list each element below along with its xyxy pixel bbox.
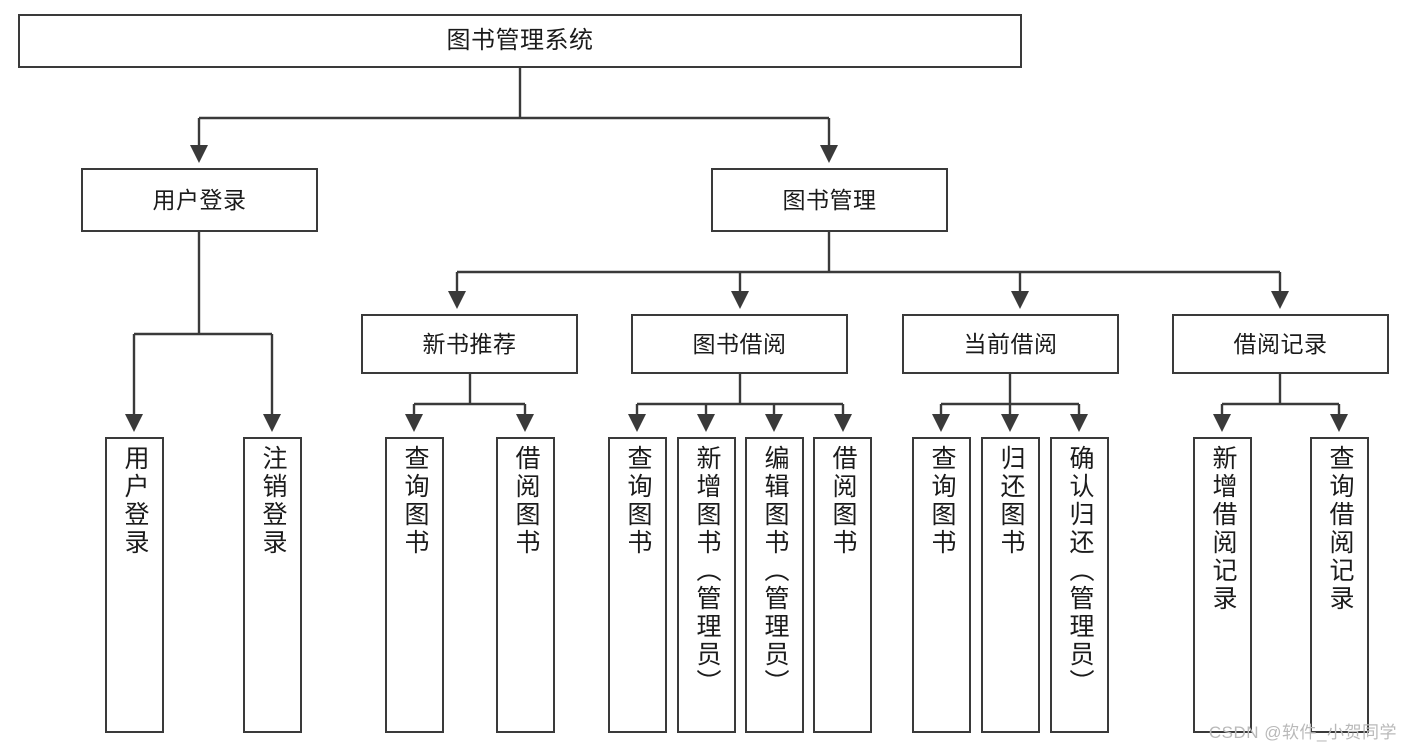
node-label: 借阅图书 (829, 445, 857, 557)
leaf-confirm-return[interactable]: 确认归还（管理员） (1050, 437, 1109, 733)
node-user-login[interactable]: 用户登录 (81, 168, 318, 232)
leaf-edit-book[interactable]: 编辑图书（管理员） (745, 437, 804, 733)
csdn-watermark: CSDN @软件_小贺同学 (1208, 723, 1397, 742)
node-label: 借阅图书 (512, 445, 540, 557)
node-label: 归还图书 (997, 445, 1025, 557)
leaf-query-book-recommend[interactable]: 查询图书 (385, 437, 444, 733)
node-label: 图书管理系统 (446, 27, 594, 55)
node-label: 注销登录 (259, 445, 287, 557)
node-book-management-system[interactable]: 图书管理系统 (18, 14, 1022, 68)
leaf-query-book-borrow[interactable]: 查询图书 (608, 437, 667, 733)
node-label: 用户登录 (152, 186, 247, 213)
leaf-add-borrow-record[interactable]: 新增借阅记录 (1193, 437, 1252, 733)
node-label: 借阅记录 (1233, 330, 1328, 357)
leaf-query-borrow-record[interactable]: 查询借阅记录 (1310, 437, 1369, 733)
node-label: 新增图书（管理员） (693, 445, 721, 697)
leaf-return-book[interactable]: 归还图书 (981, 437, 1040, 733)
node-label: 新增借阅记录 (1209, 445, 1237, 613)
node-new-book-recommend[interactable]: 新书推荐 (361, 314, 578, 374)
node-label: 查询图书 (624, 445, 652, 557)
leaf-add-book[interactable]: 新增图书（管理员） (677, 437, 736, 733)
node-label: 查询借阅记录 (1326, 445, 1354, 613)
node-label: 图书借阅 (692, 330, 787, 357)
node-label: 图书管理 (782, 186, 877, 213)
node-label: 查询图书 (928, 445, 956, 557)
node-label: 用户登录 (121, 445, 149, 557)
leaf-query-book-current[interactable]: 查询图书 (912, 437, 971, 733)
node-label: 当前借阅 (963, 330, 1058, 357)
node-borrow-record[interactable]: 借阅记录 (1172, 314, 1389, 374)
leaf-logout-login[interactable]: 注销登录 (243, 437, 302, 733)
node-current-borrow[interactable]: 当前借阅 (902, 314, 1119, 374)
node-label: 编辑图书（管理员） (761, 445, 789, 697)
leaf-borrow-book-recommend[interactable]: 借阅图书 (496, 437, 555, 733)
leaf-user-login[interactable]: 用户登录 (105, 437, 164, 733)
node-label: 查询图书 (401, 445, 429, 557)
node-book-management[interactable]: 图书管理 (711, 168, 948, 232)
node-label: 新书推荐 (422, 330, 517, 357)
leaf-borrow-book[interactable]: 借阅图书 (813, 437, 872, 733)
node-book-borrow[interactable]: 图书借阅 (631, 314, 848, 374)
node-label: 确认归还（管理员） (1066, 445, 1094, 697)
